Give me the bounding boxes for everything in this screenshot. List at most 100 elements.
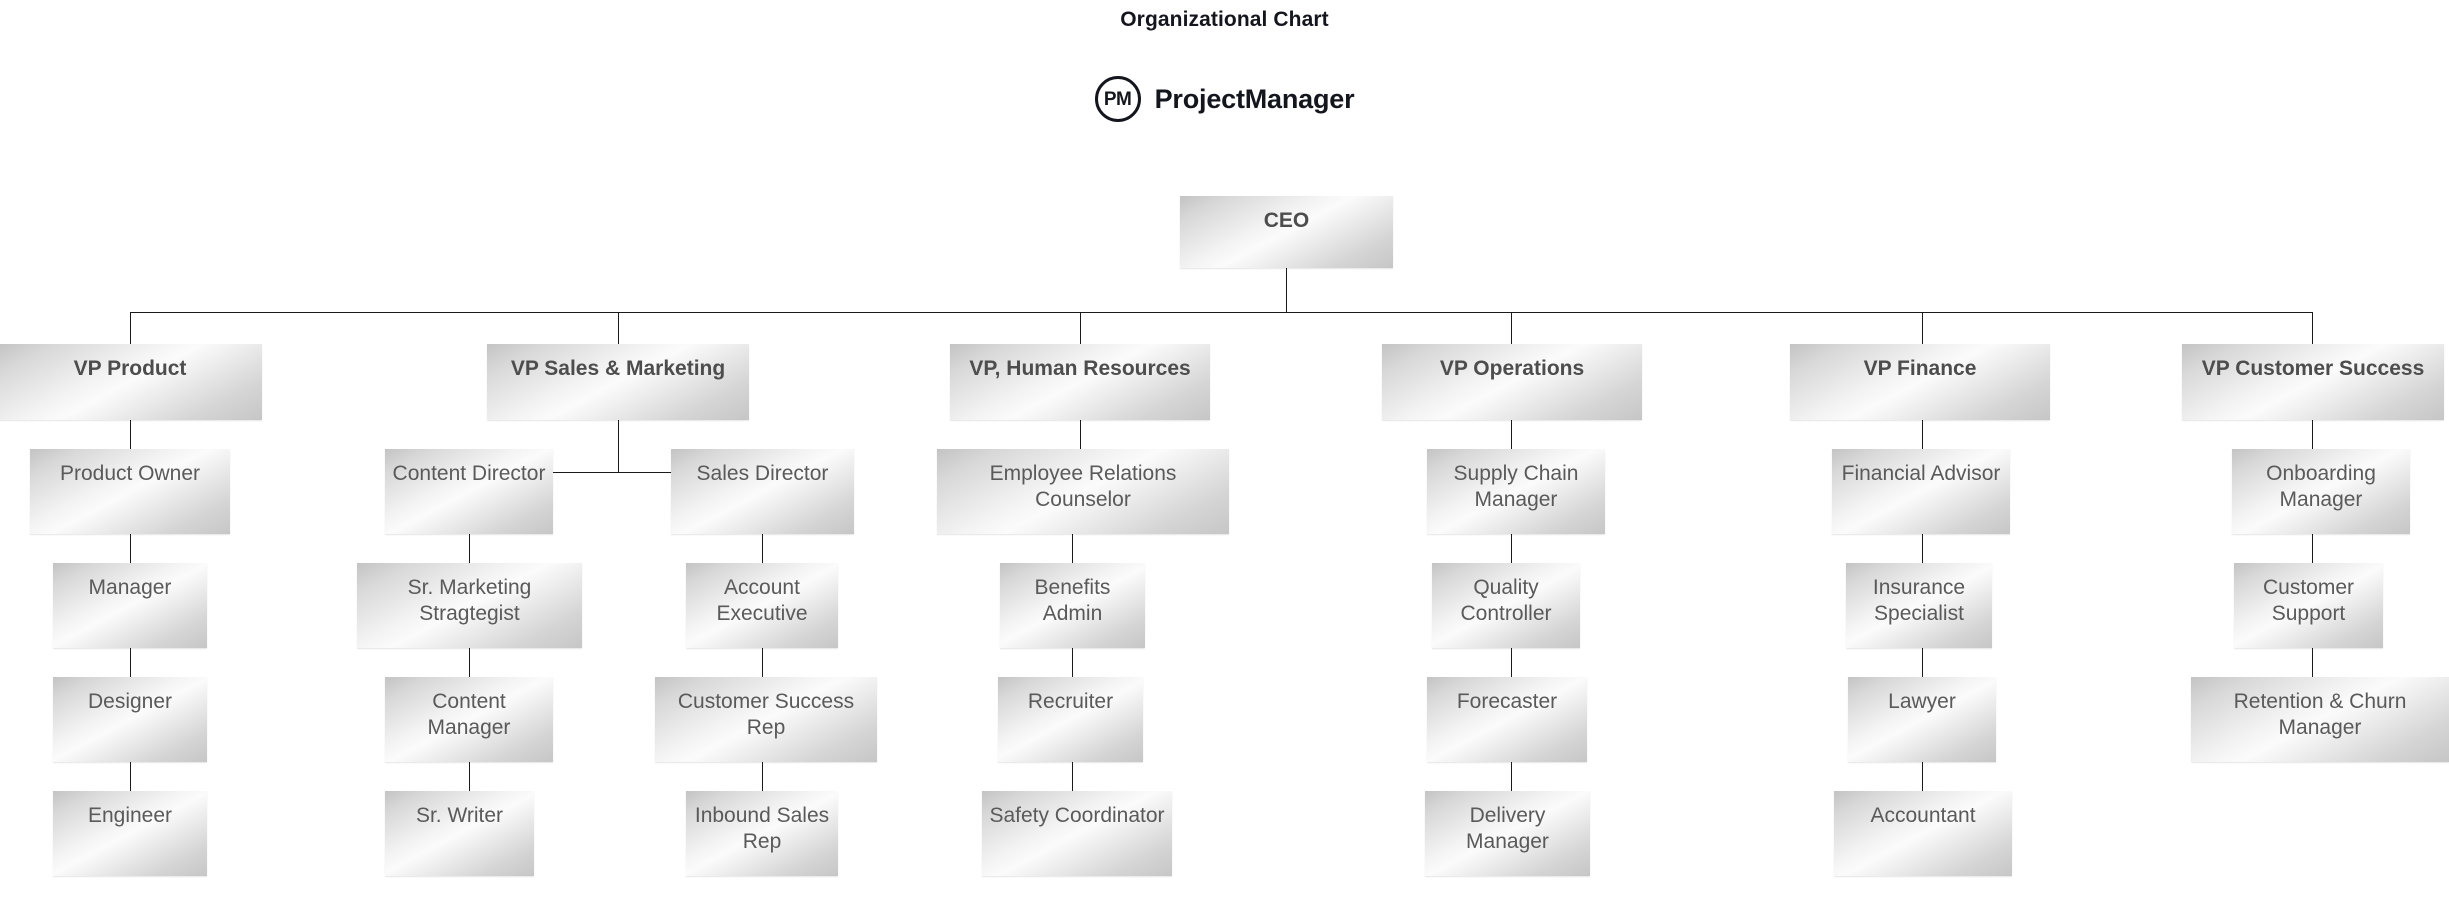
node-label: Accountant [1870, 804, 1976, 827]
node-vp-finance[interactable]: VP Finance [1790, 344, 2050, 420]
connector-quality-controller-to-forecaster [1511, 648, 1512, 677]
node-label: Customer Support [2262, 576, 2355, 626]
node-label: Account Executive [716, 576, 808, 626]
node-product-owner[interactable]: Product Owner [30, 449, 230, 534]
node-label: Supply Chain Manager [1453, 462, 1579, 512]
connector-forecaster-to-delivery-manager [1511, 762, 1512, 791]
node-forecaster[interactable]: Forecaster [1427, 677, 1587, 762]
connector-vp-customer-success-to-onboarding-manager [2312, 420, 2313, 449]
connector-account-executive-to-customer-success-rep [762, 648, 763, 677]
brand-initials: PM [1103, 88, 1132, 110]
node-content-director[interactable]: Content Director [385, 449, 553, 534]
node-vp-sales-marketing[interactable]: VP Sales & Marketing [487, 344, 749, 420]
connector-content-director-to-sr-marketing-strategist [469, 534, 470, 563]
node-label: Retention & Churn Manager [2233, 690, 2407, 740]
node-benefits-admin[interactable]: Benefits Admin [1000, 563, 1145, 648]
node-accountant[interactable]: Accountant [1834, 791, 2012, 876]
node-delivery-manager[interactable]: Delivery Manager [1425, 791, 1590, 876]
connector-sr-marketing-strategist-to-content-manager [469, 648, 470, 677]
node-sr-writer[interactable]: Sr. Writer [385, 791, 534, 876]
node-label: VP Finance [1863, 357, 1977, 380]
connector-drop-vp-hr [1080, 312, 1081, 344]
connector-onboarding-manager-to-customer-support [2312, 534, 2313, 563]
connector-content-manager-to-sr-writer [469, 762, 470, 791]
node-financial-advisor[interactable]: Financial Advisor [1832, 449, 2010, 534]
node-label: Safety Coordinator [989, 804, 1165, 827]
node-account-executive[interactable]: Account Executive [686, 563, 838, 648]
node-inbound-sales-rep[interactable]: Inbound Sales Rep [686, 791, 838, 876]
node-customer-support[interactable]: Customer Support [2234, 563, 2383, 648]
node-label: Forecaster [1456, 690, 1558, 713]
node-vp-product[interactable]: VP Product [0, 344, 262, 420]
brand-lockup: PM ProjectManager [0, 76, 2449, 122]
node-label: Insurance Specialist [1872, 576, 1966, 626]
node-quality-controller[interactable]: Quality Controller [1432, 563, 1580, 648]
node-label: Engineer [87, 804, 173, 827]
connector-sales-director-to-account-executive [762, 534, 763, 563]
node-employee-relations-counselor[interactable]: Employee Relations Counselor [937, 449, 1229, 534]
node-recruiter[interactable]: Recruiter [998, 677, 1143, 762]
connector-benefits-admin-to-recruiter [1072, 648, 1073, 677]
connector-drop-vp-sales-marketing [618, 312, 619, 344]
node-manager[interactable]: Manager [53, 563, 207, 648]
connector-supply-chain-manager-to-quality-controller [1511, 534, 1512, 563]
node-ceo[interactable]: CEO [1180, 196, 1393, 268]
node-label: VP Sales & Marketing [510, 357, 726, 380]
node-insurance-specialist[interactable]: Insurance Specialist [1846, 563, 1992, 648]
node-label: Recruiter [1027, 690, 1114, 713]
connector-designer-to-engineer [130, 762, 131, 791]
projectmanager-logo-icon: PM [1094, 76, 1141, 122]
node-sr-marketing-strategist[interactable]: Sr. Marketing Stragtegist [357, 563, 582, 648]
page-title: Organizational Chart [1120, 8, 1329, 31]
node-content-manager[interactable]: Content Manager [385, 677, 553, 762]
node-label: VP Product [73, 357, 187, 380]
node-label: Delivery Manager [1466, 804, 1549, 854]
node-vp-operations[interactable]: VP Operations [1382, 344, 1642, 420]
connector-manager-to-designer [130, 648, 131, 677]
node-label: Onboarding Manager [2266, 462, 2376, 512]
node-label: Sr. Writer [415, 804, 504, 827]
connector-product-owner-to-manager [130, 534, 131, 563]
node-label: Product Owner [59, 462, 201, 485]
node-label: Financial Advisor [1841, 462, 2001, 485]
connector-insurance-specialist-to-lawyer [1922, 648, 1923, 677]
node-label: Benefits Admin [1034, 576, 1111, 626]
node-label: VP, Human Resources [969, 357, 1191, 380]
connector-ceo-stem [1286, 268, 1287, 312]
connector-recruiter-to-safety-coordinator [1072, 762, 1073, 791]
connector-financial-advisor-to-insurance-specialist [1922, 534, 1923, 563]
connector-drop-vp-customer-success [2312, 312, 2313, 344]
brand-name: ProjectManager [1154, 83, 1355, 114]
node-retention-churn-manager[interactable]: Retention & Churn Manager [2191, 677, 2449, 762]
node-label: Inbound Sales Rep [694, 804, 830, 854]
node-label: Manager [88, 576, 172, 599]
connector-drop-vp-finance [1922, 312, 1923, 344]
connector-vp-sales-split-bar [553, 472, 671, 473]
node-label: Sales Director [696, 462, 829, 485]
connector-customer-support-to-retention-churn-manager [2312, 648, 2313, 677]
node-sales-director[interactable]: Sales Director [671, 449, 854, 534]
node-vp-customer-success[interactable]: VP Customer Success [2182, 344, 2444, 420]
connector-drop-vp-operations [1511, 312, 1512, 344]
node-vp-hr[interactable]: VP, Human Resources [950, 344, 1210, 420]
node-designer[interactable]: Designer [53, 677, 207, 762]
node-lawyer[interactable]: Lawyer [1848, 677, 1996, 762]
node-label: Content Manager [427, 690, 511, 740]
node-engineer[interactable]: Engineer [53, 791, 207, 876]
connector-vp-hr-to-employee-relations-counselor [1080, 420, 1081, 449]
node-label: VP Operations [1439, 357, 1585, 380]
connector-drop-vp-product [130, 312, 131, 344]
node-label: Lawyer [1888, 690, 1956, 713]
node-supply-chain-manager[interactable]: Supply Chain Manager [1427, 449, 1605, 534]
node-label: Content Director [392, 462, 546, 485]
node-safety-coordinator[interactable]: Safety Coordinator [982, 791, 1172, 876]
node-label: CEO [1263, 209, 1310, 232]
node-onboarding-manager[interactable]: Onboarding Manager [2232, 449, 2410, 534]
node-label: Employee Relations Counselor [989, 462, 1177, 512]
connector-vp-finance-to-financial-advisor [1922, 420, 1923, 449]
node-customer-success-rep[interactable]: Customer Success Rep [655, 677, 877, 762]
node-label: VP Customer Success [2201, 357, 2425, 380]
connector-customer-success-rep-to-inbound-sales-rep [762, 762, 763, 791]
connector-vp-product-to-product-owner [130, 420, 131, 449]
